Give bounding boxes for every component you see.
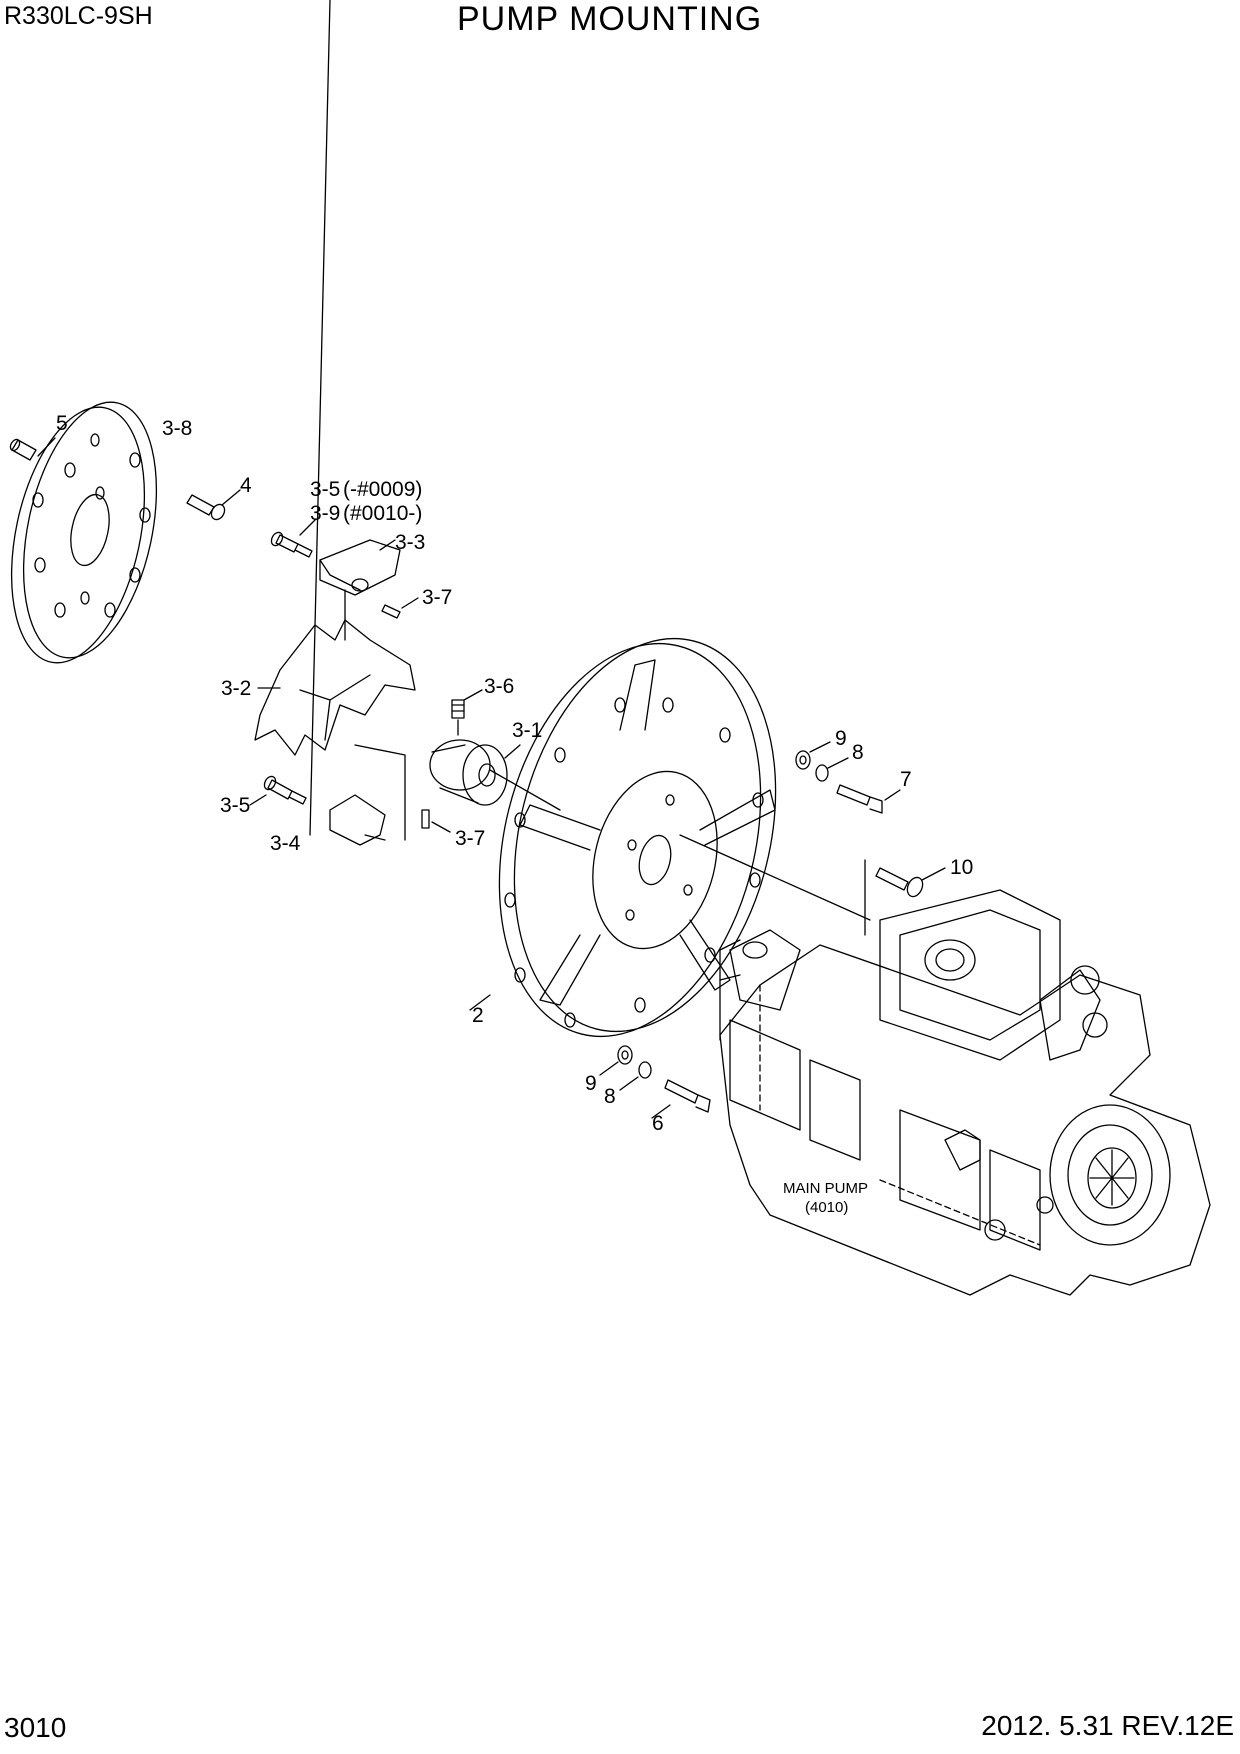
main-pump-name: MAIN PUMP	[783, 1180, 868, 1197]
roll-pin-3-7-lower	[421, 809, 451, 833]
coupling-element-3-2	[254, 619, 416, 756]
callout-3-9: 3-9	[310, 502, 340, 525]
callout-3-7-lower: 3-7	[455, 827, 485, 850]
washer-9-upper	[795, 741, 831, 770]
callout-3-5-upper: 3-5	[310, 478, 340, 501]
main-pump	[719, 889, 1211, 1296]
washer-8-upper	[815, 757, 849, 782]
callout-2: 2	[472, 1004, 484, 1027]
set-screw-3-6	[451, 689, 483, 736]
flange-plate-3-8	[10, 401, 158, 664]
callout-8-upper: 8	[852, 741, 864, 764]
clamp-3-4	[309, 0, 386, 846]
clamp-3-3	[319, 539, 401, 596]
bolt-4	[186, 489, 241, 521]
callout-3-2: 3-2	[221, 677, 251, 700]
callout-6: 6	[652, 1112, 664, 1135]
socket-bolt-10	[875, 867, 946, 898]
washer-8-lower	[619, 1061, 652, 1091]
page-number: 3010	[4, 1712, 67, 1743]
callout-3-5-lower: 3-5	[220, 794, 250, 817]
callout-10: 10	[950, 856, 973, 879]
callout-7: 7	[900, 768, 912, 791]
revision-date: 2012. 5.31 REV.12E	[981, 1710, 1234, 1741]
callout-9-upper: 9	[835, 727, 847, 750]
roll-pin-3-7-upper	[381, 597, 419, 619]
flywheel-plate-2	[469, 637, 777, 1038]
callout-3-8: 3-8	[162, 417, 192, 440]
callout-3-5-upper-note: (-#0009)	[343, 478, 422, 501]
pin-5	[9, 437, 56, 461]
callout-4: 4	[240, 474, 252, 497]
callout-8-lower: 8	[604, 1085, 616, 1108]
page-title: PUMP MOUNTING	[457, 0, 763, 38]
main-pump-label: MAIN PUMP (4010)	[783, 1180, 868, 1216]
assembly-leader-lines	[344, 589, 871, 936]
hub-3-1	[429, 739, 521, 806]
callout-5: 5	[56, 412, 68, 435]
main-pump-ref: (4010)	[805, 1199, 848, 1216]
callout-3-3: 3-3	[395, 531, 425, 554]
callout-3-9-note: (#0010-)	[343, 502, 422, 525]
callout-3-4: 3-4	[270, 832, 301, 855]
socket-bolt-3-5-upper	[270, 519, 316, 558]
callout-3-6: 3-6	[484, 675, 514, 698]
callout-3-7-upper: 3-7	[422, 586, 452, 609]
bolt-7	[836, 784, 901, 814]
washer-9-lower	[599, 1045, 633, 1076]
model-number: R330LC-9SH	[4, 2, 153, 30]
socket-bolt-3-5-lower	[249, 775, 307, 806]
callout-9-lower: 9	[585, 1072, 597, 1095]
callout-3-1: 3-1	[512, 719, 542, 742]
bolt-6	[651, 1079, 711, 1119]
callout-labels: 5 3-8 4 3-5 (-#0009) 3-9 (#0010-) 3-3 3-…	[56, 412, 973, 1135]
